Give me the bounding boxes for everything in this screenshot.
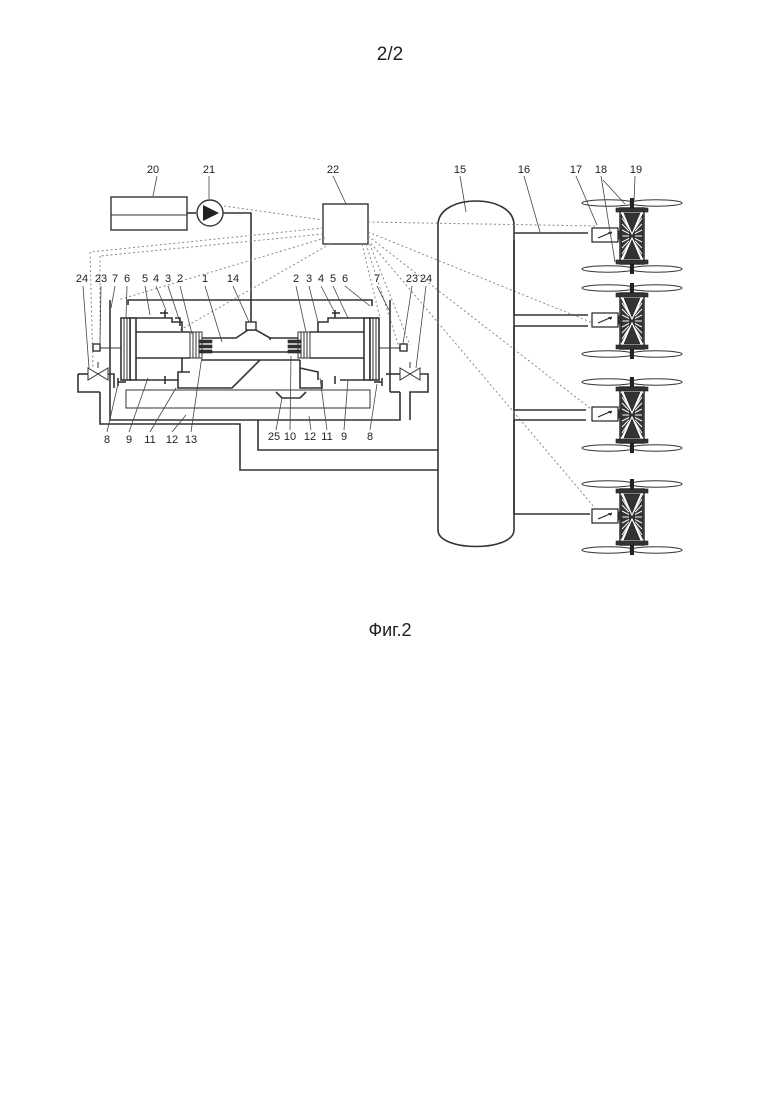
label-23-left: 23 xyxy=(95,273,107,285)
label-20: 20 xyxy=(147,164,159,176)
label-21: 21 xyxy=(203,164,215,176)
label-2-right: 2 xyxy=(293,273,299,285)
label-10: 10 xyxy=(284,431,296,443)
label-13: 13 xyxy=(185,434,197,446)
label-12-left: 12 xyxy=(166,434,178,446)
label-24-left: 24 xyxy=(76,273,88,285)
label-22: 22 xyxy=(327,164,339,176)
label-5-right: 5 xyxy=(330,273,336,285)
label-7-left: 7 xyxy=(112,273,118,285)
propeller-motor-unit xyxy=(582,283,682,359)
label-11-left: 11 xyxy=(144,434,155,446)
label-6-left: 6 xyxy=(124,273,130,285)
control-signal-lines xyxy=(90,206,598,508)
label-25: 25 xyxy=(268,431,280,443)
pump-21 xyxy=(197,200,223,226)
manifold-16 xyxy=(514,233,590,514)
label-5-left: 5 xyxy=(142,273,148,285)
label-14: 14 xyxy=(227,273,239,285)
label-6-right: 6 xyxy=(342,273,348,285)
motor-units xyxy=(582,198,682,555)
propeller-motor-unit xyxy=(582,198,682,274)
tank-20 xyxy=(111,197,187,230)
label-9-right: 9 xyxy=(341,431,347,443)
label-2-left: 2 xyxy=(177,273,183,285)
label-8-left: 8 xyxy=(104,434,110,446)
label-15: 15 xyxy=(454,164,466,176)
label-7-right: 7 xyxy=(374,273,380,285)
label-3-left: 3 xyxy=(165,273,171,285)
figure-caption: Фиг.2 xyxy=(0,620,780,641)
label-17: 17 xyxy=(570,164,582,176)
label-24-right: 24 xyxy=(420,273,432,285)
label-4-right: 4 xyxy=(318,273,324,285)
label-12-right: 12 xyxy=(304,431,316,443)
label-4-left: 4 xyxy=(153,273,159,285)
label-9-left: 9 xyxy=(126,434,132,446)
label-1: 1 xyxy=(202,273,208,285)
controller-22 xyxy=(323,204,368,244)
label-18: 18 xyxy=(595,164,607,176)
label-3-right: 3 xyxy=(306,273,312,285)
label-11-right: 11 xyxy=(321,431,332,443)
accumulator-15 xyxy=(438,201,514,547)
label-19: 19 xyxy=(630,164,642,176)
label-16: 16 xyxy=(518,164,530,176)
label-8-right: 8 xyxy=(367,431,373,443)
label-23-right: 23 xyxy=(406,273,418,285)
propeller-motor-unit xyxy=(582,377,682,453)
propeller-motor-unit xyxy=(582,479,682,555)
